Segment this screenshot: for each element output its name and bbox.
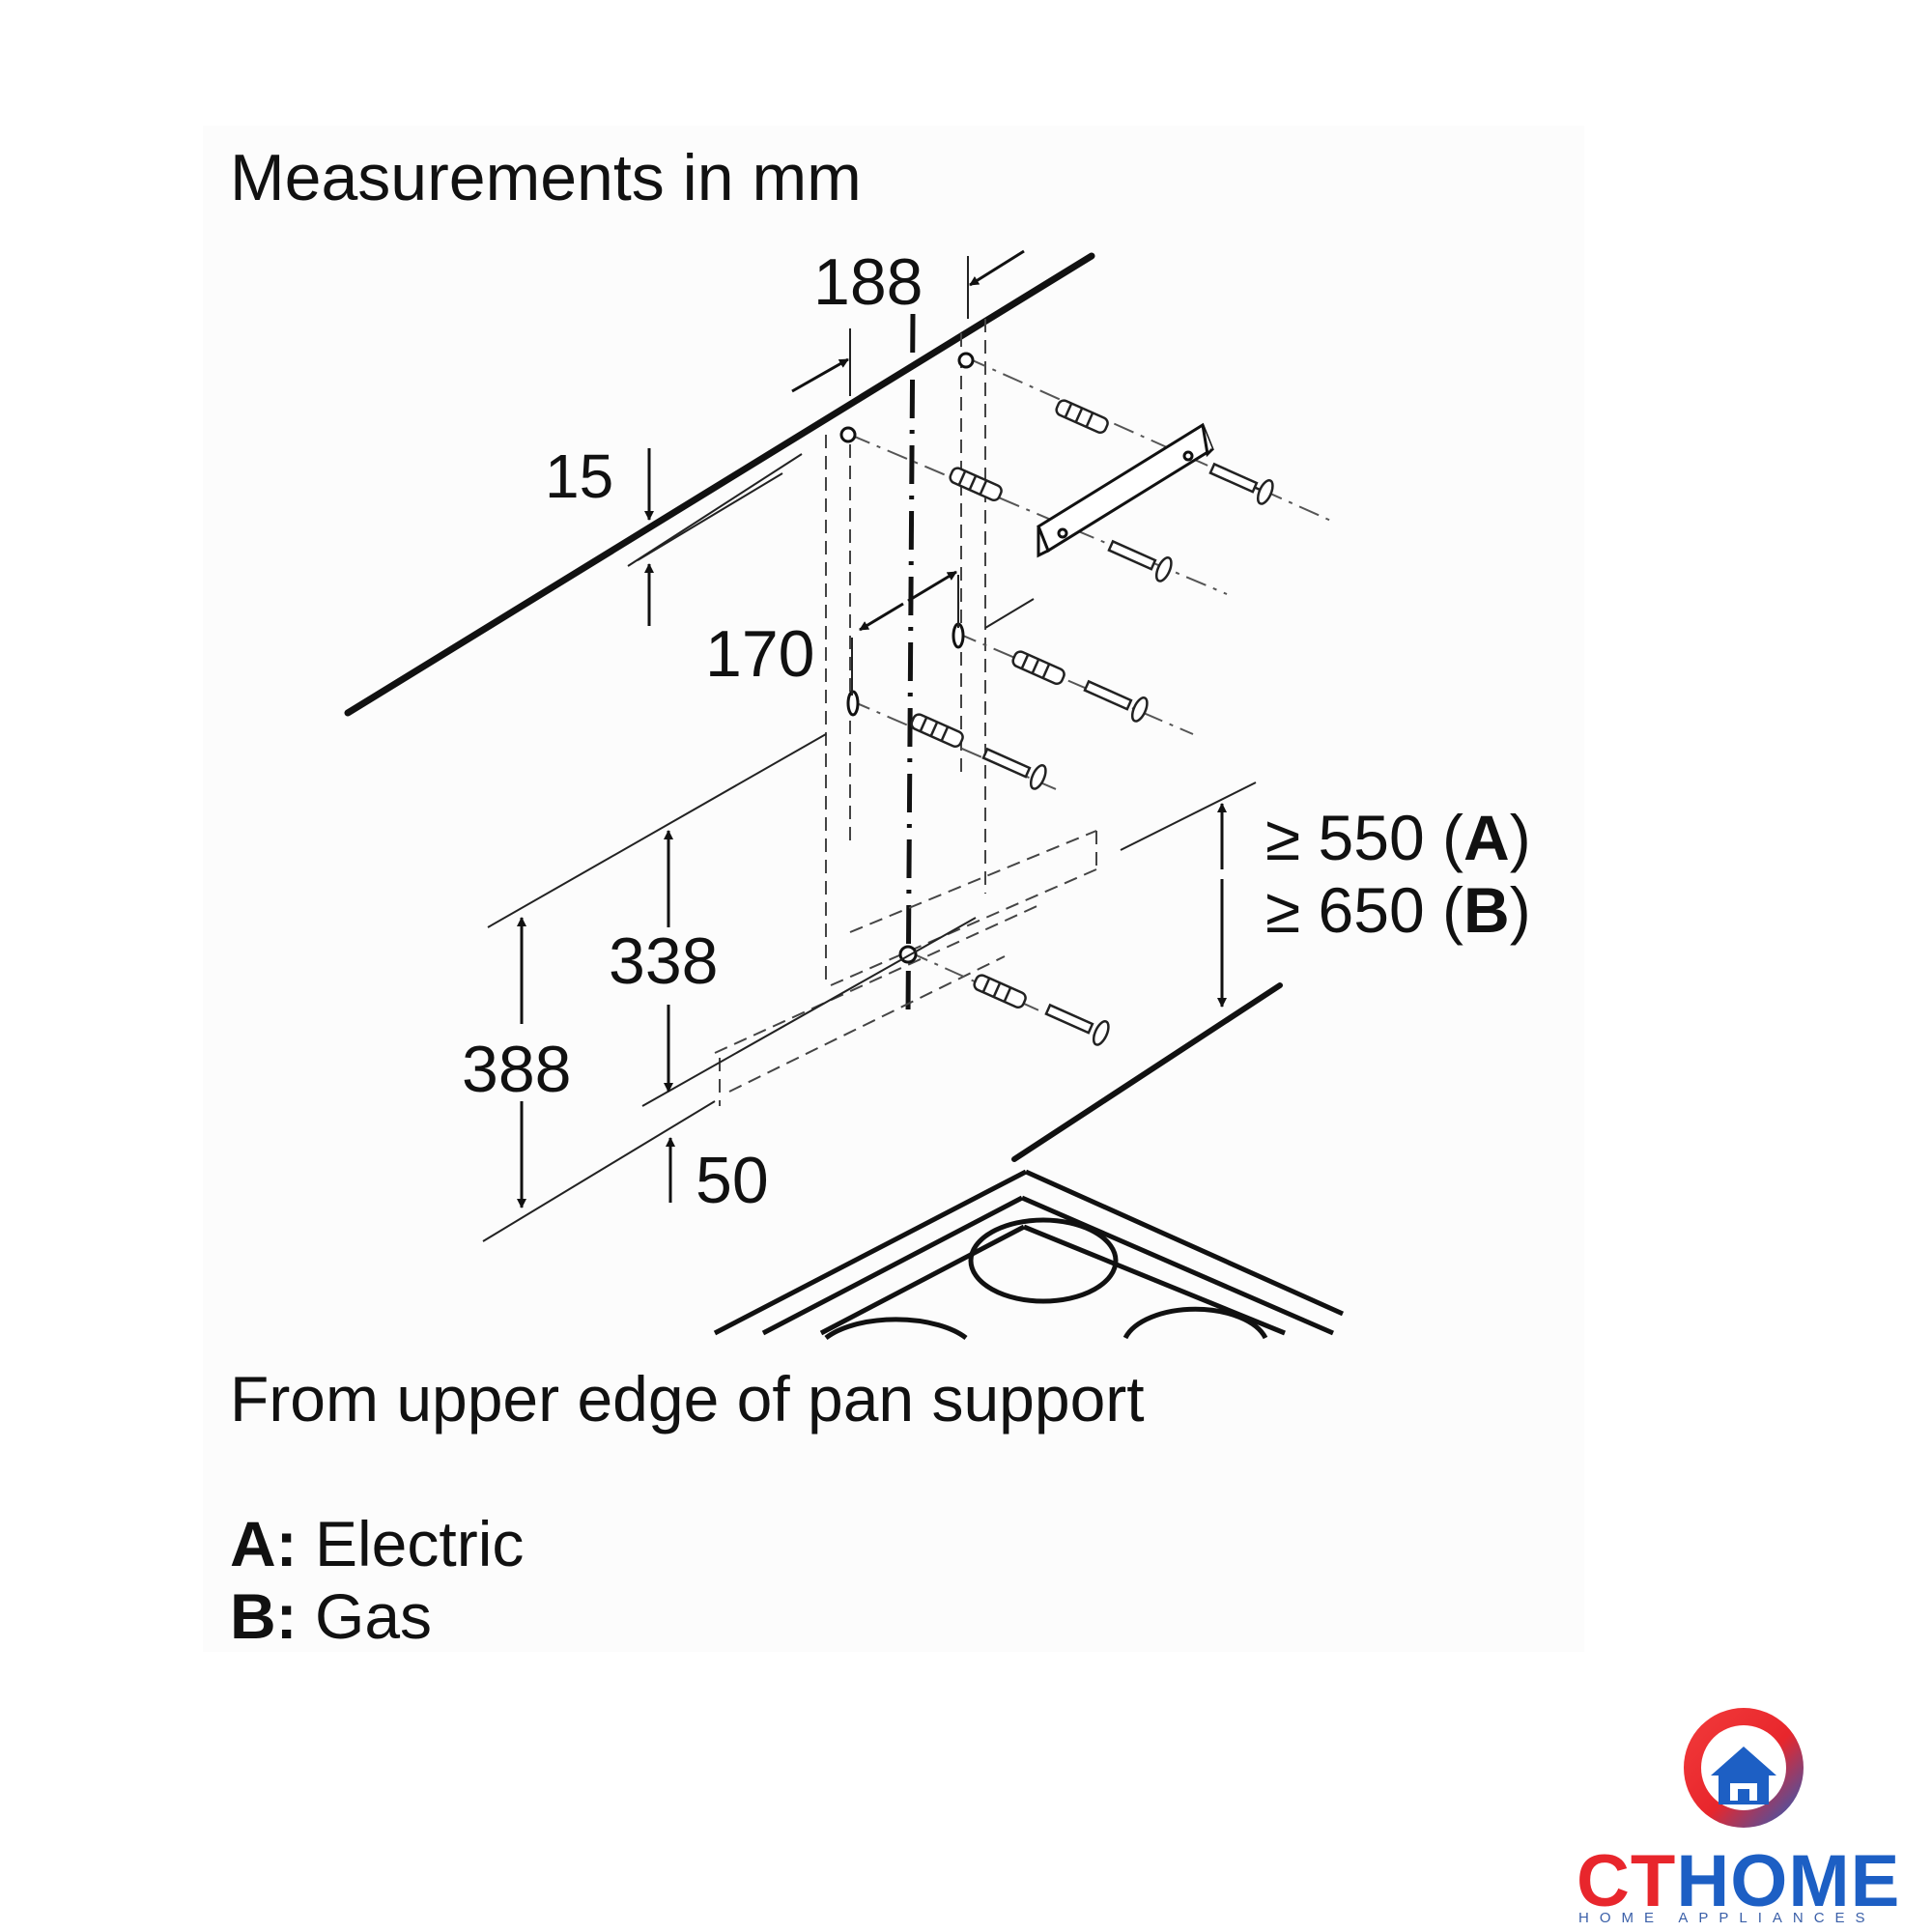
chimney-outline	[714, 319, 1097, 1106]
screws	[981, 462, 1274, 1046]
legend-key: A:	[230, 1508, 298, 1579]
brand-logo: CTHOME HOME APPLIANCES	[1565, 1700, 1922, 1926]
clearance-a-tag: A	[1463, 802, 1510, 873]
diagram-title: Measurements in mm	[230, 141, 862, 214]
svg-text:≥ 650 (B): ≥ 650 (B)	[1265, 874, 1531, 946]
clearance-b-tag: B	[1463, 874, 1510, 946]
label-15: 15	[545, 441, 613, 511]
wall-plugs	[910, 399, 1109, 1009]
clearance-b-value: ≥ 650	[1265, 874, 1425, 946]
counter-edge	[1011, 982, 1283, 1162]
center-line	[905, 313, 916, 1015]
legend-key: B:	[230, 1580, 298, 1652]
dimension-170: 170	[705, 570, 959, 696]
label-50: 50	[696, 1144, 769, 1217]
hob-burner	[824, 1317, 968, 1340]
label-188: 188	[813, 245, 923, 319]
brand-name: CTHOME	[1577, 1840, 1901, 1922]
mounting-bracket	[1037, 422, 1214, 558]
dimension-188: 188	[791, 245, 1025, 396]
dimension-clearance: ≥ 550 (A) ≥ 650 (B)	[1217, 802, 1531, 1008]
house-icon	[1684, 1708, 1804, 1828]
dimension-15: 15	[545, 441, 783, 626]
label-338: 338	[609, 924, 718, 998]
svg-text:≥ 550 (A): ≥ 550 (A)	[1265, 802, 1531, 873]
dimension-388: 388	[462, 917, 571, 1208]
dimension-338: 338	[609, 830, 718, 1093]
ceiling-edge	[344, 252, 1095, 717]
label-388: 388	[462, 1033, 571, 1106]
legend-item-a: A: Electric	[230, 1512, 524, 1576]
hob-burner	[1122, 1306, 1268, 1340]
hob	[713, 1169, 1345, 1340]
hob-burner	[968, 1217, 1119, 1304]
legend-label: Electric	[315, 1508, 525, 1579]
label-170: 170	[705, 617, 814, 691]
brand-tagline: HOME APPLIANCES	[1578, 1910, 1876, 1926]
legend-item-b: B: Gas	[230, 1584, 432, 1648]
guide-lines	[482, 453, 1257, 1242]
legend-label: Gas	[315, 1580, 433, 1652]
caption: From upper edge of pan support	[230, 1363, 1145, 1435]
clearance-a-value: ≥ 550	[1265, 802, 1425, 873]
dimension-50: 50	[666, 1137, 769, 1217]
drill-lines	[849, 356, 1334, 1039]
